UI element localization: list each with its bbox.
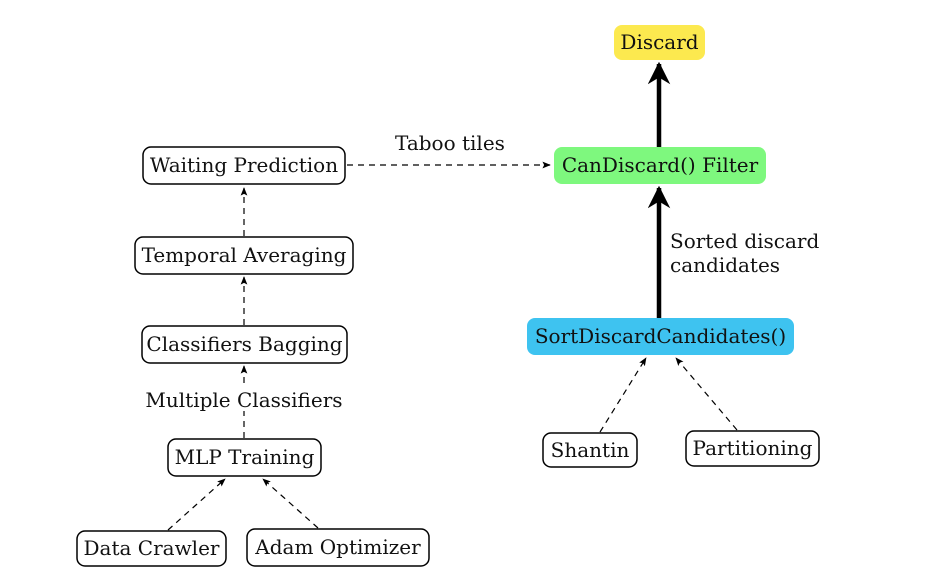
- edge-partitioning-to-sort: [675, 357, 738, 431]
- node-data-crawler: Data Crawler: [76, 530, 227, 567]
- node-discard-label: Discard: [620, 30, 698, 54]
- node-adam-optimizer-label: Adam Optimizer: [254, 535, 421, 559]
- edge-adam-to-mlp: [262, 478, 319, 529]
- node-temporal-averaging-label: Temporal Averaging: [142, 243, 347, 267]
- node-adam-optimizer-box: [246, 528, 430, 567]
- node-waiting-prediction-box: [142, 146, 346, 185]
- node-adam-optimizer: Adam Optimizer: [246, 528, 430, 567]
- node-shantin: Shantin: [542, 432, 638, 468]
- node-shantin-box: [542, 432, 638, 468]
- node-can-discard-filter-label: CanDiscard() Filter: [562, 153, 759, 177]
- node-classifiers-bagging-box: [141, 325, 348, 364]
- node-shantin-label: Shantin: [551, 438, 630, 462]
- node-mlp-training: MLP Training: [167, 438, 322, 477]
- node-partitioning-box: [685, 430, 820, 467]
- node-mlp-training-label: MLP Training: [175, 445, 315, 469]
- sorted-candidates-label-line1: Sorted discard: [670, 229, 819, 253]
- node-temporal-averaging: Temporal Averaging: [134, 236, 354, 275]
- node-waiting-prediction-label: Waiting Prediction: [150, 153, 338, 177]
- node-discard-box: [614, 25, 705, 60]
- node-partitioning-label: Partitioning: [693, 436, 813, 460]
- node-sort-discard-candidates-box: [527, 318, 794, 355]
- taboo-tiles-label: Taboo tiles: [395, 131, 505, 155]
- node-classifiers-bagging-label: Classifiers Bagging: [146, 332, 342, 356]
- multiple-classifiers-label: Multiple Classifiers: [145, 388, 342, 412]
- sorted-candidates-label-line2: candidates: [670, 253, 780, 277]
- node-sort-discard-candidates: SortDiscardCandidates(): [527, 318, 794, 355]
- node-partitioning: Partitioning: [685, 430, 820, 467]
- node-temporal-averaging-box: [134, 236, 354, 275]
- edge-shantin-to-sort: [599, 357, 647, 433]
- node-data-crawler-label: Data Crawler: [84, 536, 220, 560]
- node-sort-discard-candidates-label: SortDiscardCandidates(): [535, 324, 786, 348]
- node-mlp-training-box: [167, 438, 322, 477]
- node-classifiers-bagging: Classifiers Bagging: [141, 325, 348, 364]
- node-discard: Discard: [614, 25, 705, 60]
- node-can-discard-filter: CanDiscard() Filter: [554, 147, 766, 184]
- node-waiting-prediction: Waiting Prediction: [142, 146, 346, 185]
- edge-crawler-to-mlp: [167, 478, 226, 531]
- node-can-discard-filter-box: [554, 147, 766, 184]
- multiple-classifiers-label-bg: [146, 385, 342, 411]
- node-data-crawler-box: [76, 530, 227, 567]
